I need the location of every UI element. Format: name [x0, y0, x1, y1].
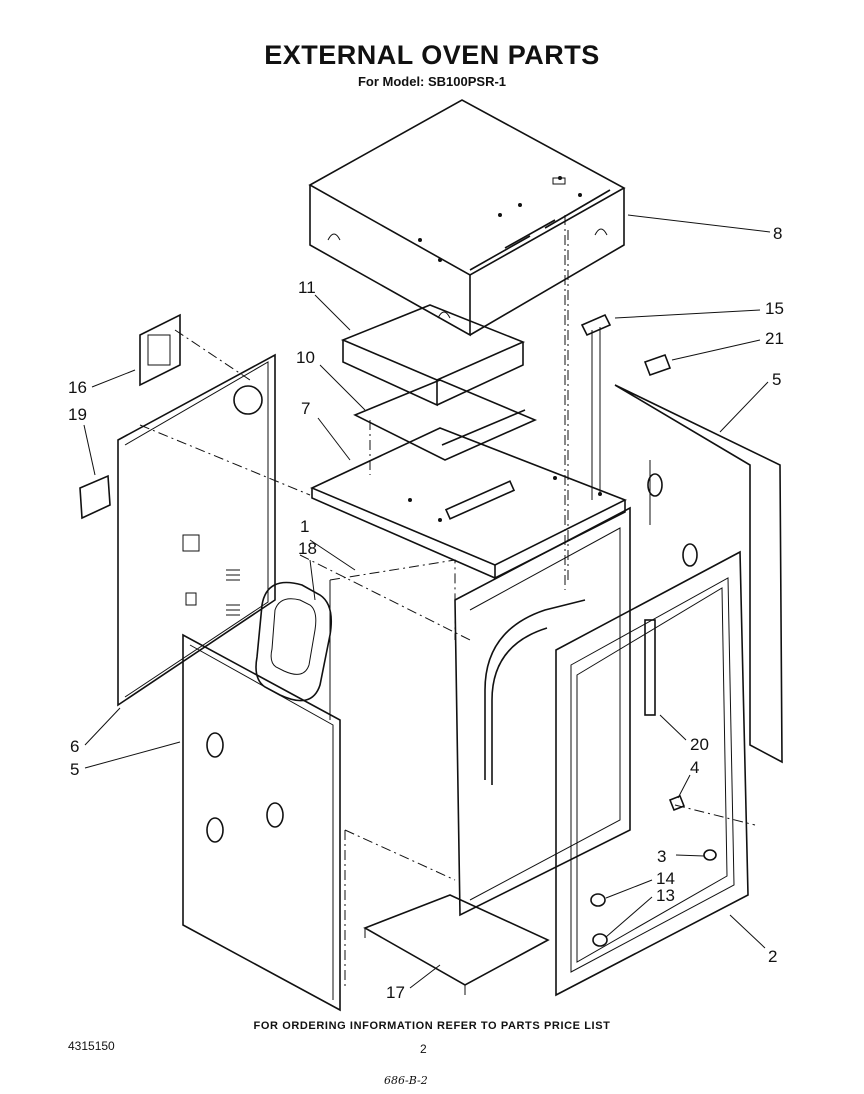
part-5-front-left-panel [182, 633, 341, 1012]
callout-4: 4 [690, 758, 699, 777]
callout-labels: 8 11 10 7 1 18 15 21 5 16 19 6 5 20 4 3 … [68, 224, 784, 1002]
callout-19: 19 [68, 405, 87, 424]
part-21-clip [643, 353, 672, 377]
callout-3: 3 [657, 847, 666, 866]
handwritten-code: 686-B-2 [384, 1074, 428, 1087]
diagram-title: EXTERNAL OVEN PARTS [264, 40, 600, 70]
part-17-bottom-tray [344, 830, 550, 995]
callout-13: 13 [656, 886, 675, 905]
callout-8: 8 [773, 224, 782, 243]
callout-2: 2 [768, 947, 777, 966]
part-18-gasket [255, 581, 333, 702]
part-16-bracket [139, 313, 181, 387]
part-1-oven-body [329, 506, 631, 917]
callout-5-left: 5 [70, 760, 79, 779]
document-number: 4315150 [68, 1039, 115, 1053]
ordering-note: FOR ORDERING INFORMATION REFER TO PARTS … [253, 1020, 611, 1032]
part-6-left-side-panel [117, 353, 276, 707]
part-3-screw [703, 849, 717, 861]
part-20-strip [644, 619, 656, 716]
callout-18: 18 [298, 539, 317, 558]
part-19-small-plate [79, 474, 111, 520]
callout-5-right: 5 [772, 370, 781, 389]
part-5-right-side-panel [614, 384, 783, 764]
leader-lines [83, 214, 771, 989]
callout-10: 10 [296, 348, 315, 367]
part-14-washer [590, 893, 606, 907]
callout-6: 6 [70, 737, 79, 756]
callout-14: 14 [656, 869, 675, 888]
part-4-nut [668, 794, 686, 812]
part-13-screw [592, 933, 608, 947]
callout-20: 20 [690, 735, 709, 754]
part-10-inner-plate [353, 379, 538, 461]
part-15-bracket [580, 313, 612, 500]
callout-15: 15 [765, 299, 784, 318]
part-8-top-cover [308, 99, 626, 337]
page-number: 2 [420, 1042, 427, 1056]
part-2-front-frame [555, 550, 749, 997]
callout-1: 1 [300, 517, 309, 536]
model-subtitle: For Model: SB100PSR-1 [357, 74, 507, 89]
part-7-top-tray [310, 427, 627, 580]
callout-16: 16 [68, 378, 87, 397]
callout-11: 11 [298, 278, 316, 297]
alignment-lines [139, 215, 756, 881]
callout-7: 7 [301, 399, 310, 418]
callout-21: 21 [765, 329, 784, 348]
callout-17: 17 [386, 983, 405, 1002]
